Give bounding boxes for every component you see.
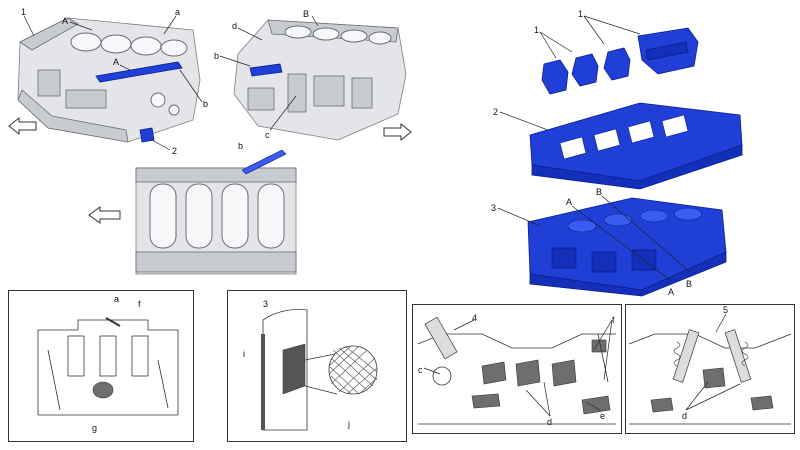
block-section-view (135, 149, 297, 275)
panel-3-callout-d: d (547, 417, 553, 427)
direction-arrow-icon (383, 122, 412, 142)
panel-2-sketch (261, 308, 378, 431)
callout-1b-label: 1 (578, 9, 584, 19)
panel-3-callout-f: f (612, 315, 615, 325)
callout-b-label: b (203, 99, 209, 109)
section-A-arrow-label: A (113, 57, 120, 67)
panel-4-callout-5: 5 (723, 305, 729, 315)
callout-b-label-2: b (214, 51, 220, 61)
panel-4-callout-d: d (682, 411, 688, 421)
panel-3-sketch (417, 316, 616, 425)
callout-b-label-3: b (238, 141, 244, 151)
direction-arrow-icon (8, 116, 37, 136)
section-A-bottom-label: A (668, 287, 675, 297)
callout-c-label: c (265, 130, 270, 140)
engine-block-view-1 (17, 17, 201, 143)
panel-3-callout-e: e (600, 411, 606, 421)
section-A-label: A (62, 16, 69, 26)
panel-3-callout-4: 4 (472, 313, 478, 323)
panel-3-callout-c: c (418, 365, 423, 375)
callout-d-label: d (232, 21, 238, 31)
panel-2-callout-j: j (348, 419, 350, 429)
panel-1-callout-f: f (138, 299, 141, 309)
panel-2-callout-3: 3 (263, 299, 269, 309)
callout-1a-label: 1 (534, 25, 540, 35)
panel-1-callout-g: g (92, 423, 98, 433)
callout-a-label: a (175, 7, 181, 17)
section-A-top-label: A (566, 197, 573, 207)
panel-1-callout-a: a (114, 294, 120, 304)
cylinder-head-part-3 (527, 197, 727, 297)
section-B-label: B (303, 9, 310, 19)
engine-block-view-2 (233, 19, 407, 141)
callout-3-label-right: 3 (491, 203, 497, 213)
direction-arrow-icon (88, 206, 121, 224)
panel-2-callout-i: i (243, 349, 245, 359)
panel-1-sketch (37, 317, 179, 416)
section-B-top-label: B (596, 187, 603, 197)
callout-2-label-right: 2 (493, 107, 499, 117)
detail-panel-1 (8, 290, 194, 442)
callout-2-label: 2 (172, 146, 178, 156)
callout-1-label: 1 (21, 7, 27, 17)
panel-4-sketch (628, 329, 792, 425)
cam-carrier-part-2 (529, 102, 743, 190)
section-B-bottom-label: B (686, 279, 693, 289)
camshaft-caps-part-1 (541, 27, 699, 95)
